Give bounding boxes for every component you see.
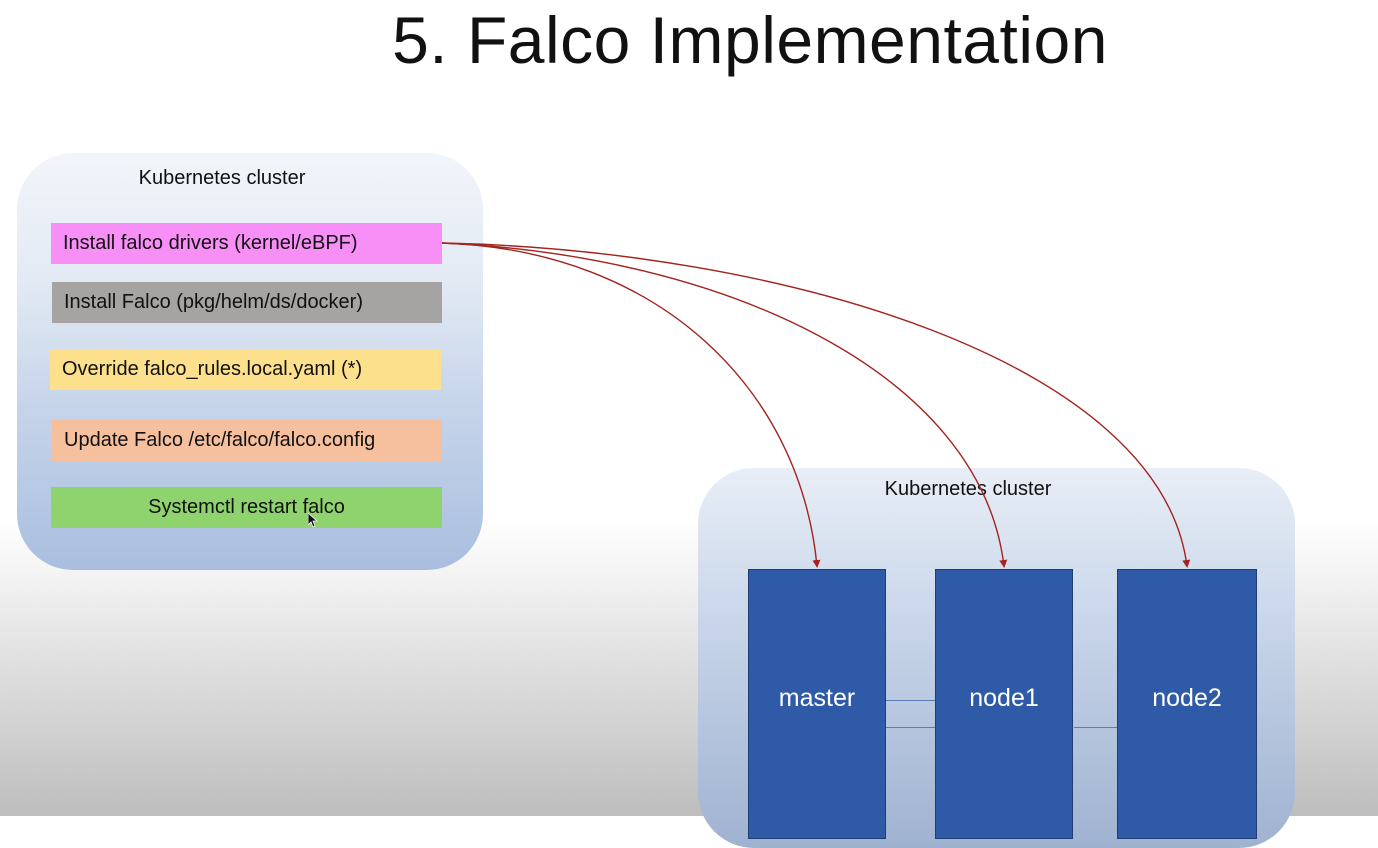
step-install-drivers: Install falco drivers (kernel/eBPF) — [51, 223, 442, 264]
step-override-rules: Override falco_rules.local.yaml (*) — [50, 349, 441, 390]
node-master-label: master — [778, 684, 856, 712]
master-node1-link-top — [886, 700, 936, 701]
slide-title: 5. Falco Implementation — [392, 3, 1108, 77]
node-node1: node1 — [935, 569, 1073, 839]
arrow-to-master — [441, 242, 821, 568]
node-master: master — [748, 569, 886, 839]
right-cluster-label: Kubernetes cluster — [884, 478, 1052, 500]
node1-node2-link — [1074, 727, 1118, 728]
left-cluster-label: Kubernetes cluster — [138, 167, 306, 189]
deployment-arrows — [441, 242, 1191, 568]
mouse-cursor-icon — [308, 513, 318, 528]
step-restart-falco: Systemctl restart falco — [51, 487, 442, 528]
node-node2: node2 — [1117, 569, 1257, 839]
master-node1-link-bottom — [886, 727, 936, 728]
node-node2-label: node2 — [1152, 684, 1222, 712]
arrow-to-node2 — [441, 242, 1191, 568]
step-install-falco: Install Falco (pkg/helm/ds/docker) — [52, 282, 442, 323]
step-update-config: Update Falco /etc/falco/falco.config — [52, 420, 442, 461]
arrow-to-node1 — [441, 242, 1008, 568]
node-node1-label: node1 — [969, 684, 1039, 712]
